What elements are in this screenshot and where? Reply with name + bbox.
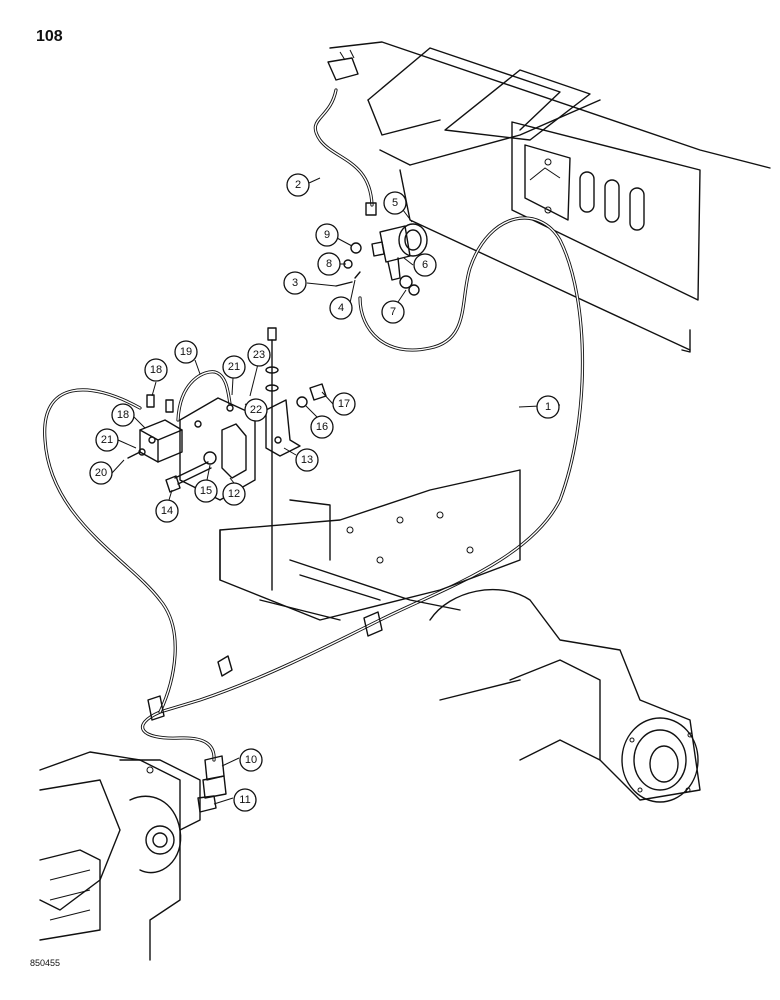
callout-circle — [295, 448, 319, 472]
callout-circle — [222, 355, 246, 379]
callout-number: 10 — [245, 754, 257, 766]
callout-23: 23 — [247, 343, 271, 367]
callout-6: 6 — [413, 253, 437, 277]
wire-2 — [313, 88, 377, 216]
callout-number: 1 — [545, 401, 551, 413]
callout-circle — [310, 415, 334, 439]
callout-12: 12 — [222, 482, 246, 506]
bracket-13-with-bolt — [265, 327, 327, 591]
callout-circle — [89, 461, 113, 485]
switch-assembly — [335, 223, 428, 296]
callout-number: 11 — [239, 794, 250, 806]
callout-circle — [315, 223, 339, 247]
callout-number: 13 — [301, 454, 313, 466]
callout-3: 3 — [283, 271, 307, 295]
callout-number: 9 — [324, 229, 330, 241]
page-number: 108 — [36, 28, 63, 45]
callout-circle — [332, 392, 356, 416]
callout-circle — [239, 748, 263, 772]
callout-19: 19 — [174, 340, 198, 364]
callout-number: 8 — [326, 258, 332, 270]
callout-5: 5 — [383, 191, 407, 215]
callout-number: 3 — [292, 277, 298, 289]
callout-circle — [381, 300, 405, 324]
callout-circle — [111, 403, 135, 427]
callout-number: 21 — [101, 434, 113, 446]
callout-21: 21 — [222, 355, 246, 379]
callout-number: 7 — [390, 306, 396, 318]
callout-11: 11 — [233, 788, 257, 812]
callout-circle — [144, 358, 168, 382]
callout-13: 13 — [295, 448, 319, 472]
callout-22: 22 — [244, 398, 268, 422]
bolt-14-and-washer-15 — [165, 451, 217, 493]
callout-circle — [283, 271, 307, 295]
callout-10: 10 — [239, 748, 263, 772]
cable-clips — [147, 611, 383, 721]
callout-7: 7 — [381, 300, 405, 324]
callout-16: 16 — [310, 415, 334, 439]
callout-group: 1234567891011121314151617181819202121222… — [89, 173, 560, 812]
mounting-plate-12 — [179, 397, 256, 501]
callout-number: 14 — [161, 505, 173, 517]
callout-circle — [329, 296, 353, 320]
fender-panel — [327, 41, 771, 353]
callout-18: 18 — [111, 403, 135, 427]
callout-number: 22 — [250, 404, 262, 416]
callout-number: 5 — [392, 197, 398, 209]
callout-circle — [233, 788, 257, 812]
callout-17: 17 — [332, 392, 356, 416]
callout-number: 19 — [180, 346, 192, 358]
callout-number: 6 — [422, 259, 428, 271]
callout-number: 20 — [95, 467, 107, 479]
callout-number: 15 — [200, 485, 212, 497]
callout-number: 16 — [316, 421, 328, 433]
callout-circle — [174, 340, 198, 364]
callout-21: 21 — [95, 428, 119, 452]
callout-circle — [536, 395, 560, 419]
callout-number: 23 — [253, 349, 265, 361]
callout-number: 4 — [338, 302, 344, 314]
callout-number: 21 — [228, 361, 240, 373]
callout-number: 12 — [228, 488, 240, 500]
callout-circle — [413, 253, 437, 277]
callout-circle — [286, 173, 310, 197]
callout-circle — [244, 398, 268, 422]
callout-number: 18 — [150, 364, 162, 376]
callout-8: 8 — [317, 252, 341, 276]
callout-18: 18 — [144, 358, 168, 382]
switch-cable-loop — [43, 388, 177, 714]
callout-circle — [222, 482, 246, 506]
pressure-switch-block — [127, 394, 183, 463]
callout-circle — [317, 252, 341, 276]
callout-circle — [155, 499, 179, 523]
wire-19 — [176, 370, 232, 422]
callout-number: 17 — [338, 398, 350, 410]
rear-axle — [429, 588, 701, 803]
callout-15: 15 — [194, 479, 218, 503]
callout-4: 4 — [329, 296, 353, 320]
callout-number: 2 — [295, 179, 301, 191]
callout-9: 9 — [315, 223, 339, 247]
callout-14: 14 — [155, 499, 179, 523]
callout-20: 20 — [89, 461, 113, 485]
callout-number: 18 — [117, 409, 129, 421]
transmission-housing — [39, 751, 201, 961]
callout-circle — [247, 343, 271, 367]
fitting-10-elbow-11 — [197, 755, 227, 813]
chassis-frame — [219, 469, 521, 621]
drawing-code: 850455 — [30, 958, 61, 968]
cable-1 — [141, 216, 585, 762]
callout-1: 1 — [536, 395, 560, 419]
callout-2: 2 — [286, 173, 310, 197]
callout-circle — [95, 428, 119, 452]
callout-circle — [383, 191, 407, 215]
callout-circle — [194, 479, 218, 503]
